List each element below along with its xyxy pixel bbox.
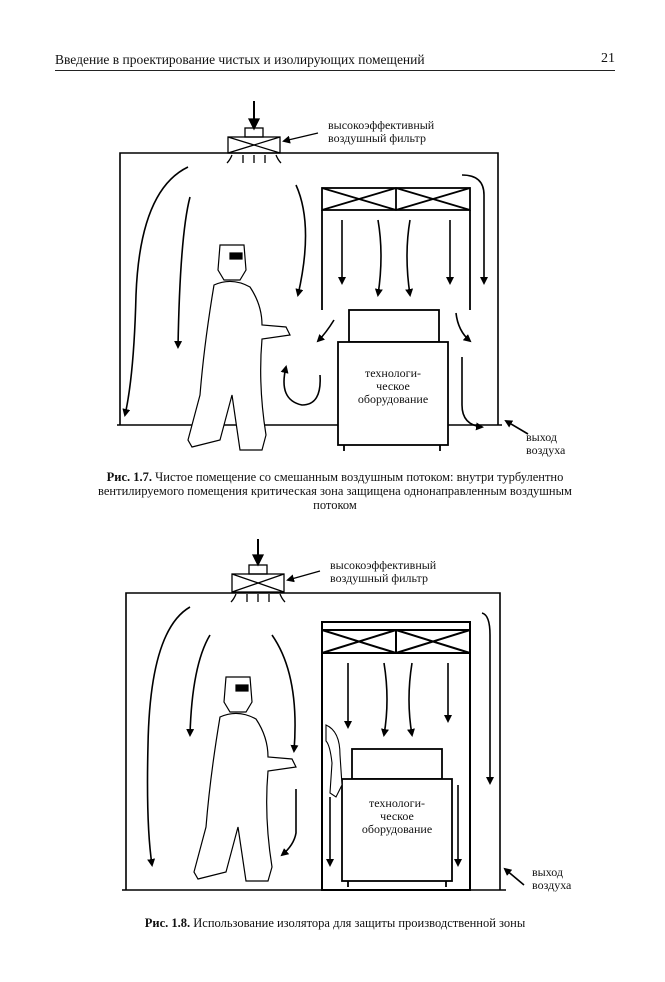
- filter-label: высокоэффективный воздушный фильтр: [328, 119, 434, 145]
- filter-pointer-arrow: [282, 132, 319, 144]
- equipment-label-line1: технологи-: [364, 366, 421, 380]
- filter-label-2-line2: воздушный фильтр: [330, 571, 428, 585]
- figure-1-8-caption: Рис. 1.8. Использование изолятора для за…: [95, 916, 575, 930]
- figure-1-7-caption-text: Чистое помещение со смешанным воздушным …: [98, 470, 572, 512]
- filter-pointer-arrow-2: [286, 570, 321, 583]
- filter-label-line1: высокоэффективный: [328, 118, 435, 132]
- operator-figure-2: [193, 676, 297, 882]
- laminar-flow-hood: [321, 187, 471, 310]
- header-title: Введение в проектирование чистых и изоли…: [55, 52, 425, 67]
- equipment-label: технологи- ческое оборудование: [340, 367, 446, 406]
- figure-1-7-caption-number: Рис. 1.7.: [106, 470, 153, 484]
- filter-label-2: высокоэффективный воздушный фильтр: [330, 559, 436, 585]
- equipment-label-line2: ческое: [376, 379, 410, 393]
- air-exit-label: выход воздуха: [526, 431, 565, 457]
- hepa-filter-icon: [226, 101, 282, 164]
- figure-1-7: высокоэффективный воздушный фильтр техно…: [0, 95, 665, 457]
- operator-figure: [187, 244, 291, 451]
- airflow-arrows-2: [146, 606, 525, 886]
- glove-port-icon: [325, 724, 343, 798]
- equipment-label-2: технологи- ческое оборудование: [344, 797, 450, 836]
- equipment-label-2-line2: ческое: [380, 809, 414, 823]
- isolator-enclosure: [321, 621, 471, 891]
- filter-label-line2: воздушный фильтр: [328, 131, 426, 145]
- figure-1-8-caption-number: Рис. 1.8.: [144, 916, 191, 930]
- figure-1-8: высокоэффективный воздушный фильтр техно…: [0, 535, 665, 905]
- figure-1-8-caption-text: Использование изолятора для защиты произ…: [193, 916, 526, 930]
- figure-1-7-diagram: [117, 101, 529, 451]
- air-exit-label-line2: воздуха: [526, 443, 566, 457]
- figure-1-8-diagram: [122, 539, 525, 891]
- running-header: Введение в проектирование чистых и изоли…: [55, 50, 615, 71]
- equipment-label-line3: оборудование: [357, 392, 429, 406]
- page-number: 21: [601, 51, 615, 66]
- equipment-label-2-line3: оборудование: [361, 822, 433, 836]
- hepa-filter-icon-2: [230, 539, 286, 603]
- equipment-label-2-line1: технологи-: [368, 796, 425, 810]
- air-exit-label-line1: выход: [526, 430, 558, 444]
- air-exit-label-2-line2: воздуха: [532, 878, 572, 892]
- process-equipment-2: [341, 748, 453, 887]
- air-exit-label-2: выход воздуха: [532, 866, 571, 892]
- process-equipment: [337, 309, 449, 451]
- figure-1-7-caption: Рис. 1.7. Чистое помещение со смешанным …: [95, 470, 575, 512]
- air-exit-label-2-line1: выход: [532, 865, 564, 879]
- airflow-arrows: [122, 166, 529, 435]
- filter-label-2-line1: высокоэффективный: [330, 558, 437, 572]
